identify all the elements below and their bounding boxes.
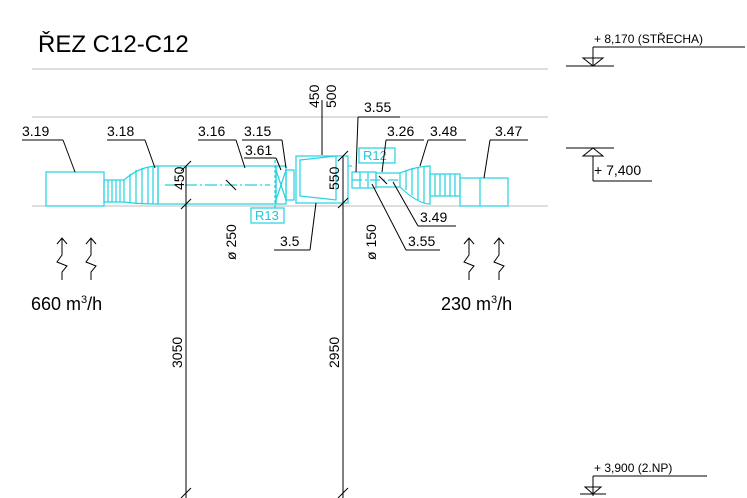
svg-text:R13: R13 [255, 208, 279, 223]
tag-3-48: 3.48 [430, 123, 457, 139]
dimension-texts: 450 500 450 550 ø 250 ø 150 3050 2950 [169, 84, 379, 368]
level-floor2: + 3,900 (2.NP) [580, 461, 707, 496]
flow-right: 230 m3/h [441, 294, 512, 314]
drawing-title: ŘEZ C12-C12 [38, 31, 189, 58]
dim-phi-150: ø 150 [363, 224, 379, 260]
dim-550: 550 [326, 166, 342, 190]
tag-3-49: 3.49 [420, 209, 447, 225]
room-tag-r13: R13 [250, 207, 285, 224]
duct-system [45, 155, 509, 208]
dim-3050: 3050 [169, 337, 185, 368]
level-ceiling-label: + 7,400 [594, 162, 641, 178]
tag-3-18: 3.18 [107, 123, 134, 139]
unit-3-47 [459, 177, 509, 207]
tag-3-5: 3.5 [280, 233, 300, 249]
flex-duct-right [399, 165, 461, 205]
flow-left: 660 m3/h [31, 294, 102, 314]
tag-3-55-bottom: 3.55 [408, 233, 435, 249]
dim-phi-250: ø 250 [223, 224, 239, 260]
dim-500: 500 [323, 84, 339, 108]
flex-duct-left [103, 165, 159, 205]
dim-2950: 2950 [326, 337, 342, 368]
tag-3-19: 3.19 [22, 123, 49, 139]
dim-450-left: 450 [171, 166, 187, 190]
dim-450-top: 450 [306, 84, 322, 108]
airflow-arrows-right [463, 237, 505, 280]
component-tags: 3.19 3.18 3.16 3.15 3.61 3.55 3.26 3.48 … [22, 99, 522, 249]
level-floor2-label: + 3,900 (2.NP) [594, 461, 672, 475]
airflow-arrows-left [56, 237, 97, 280]
level-roof-label: + 8,170 (STŘECHA) [594, 31, 703, 46]
tag-3-26: 3.26 [387, 123, 414, 139]
tag-3-16: 3.16 [198, 123, 225, 139]
unit-3-5 [295, 155, 349, 204]
unit-3-19 [45, 171, 105, 207]
tag-3-47: 3.47 [495, 123, 522, 139]
tag-3-15: 3.15 [244, 123, 271, 139]
level-ceiling: + 7,400 [566, 147, 652, 182]
tag-3-61: 3.61 [245, 142, 272, 158]
tag-leaders [22, 116, 528, 251]
room-tag-r12: R12 [358, 147, 396, 164]
dimension-lines [180, 100, 388, 498]
svg-text:R12: R12 [363, 148, 387, 163]
tag-3-55-top: 3.55 [364, 99, 391, 115]
level-roof: + 8,170 (STŘECHA) [566, 31, 745, 67]
